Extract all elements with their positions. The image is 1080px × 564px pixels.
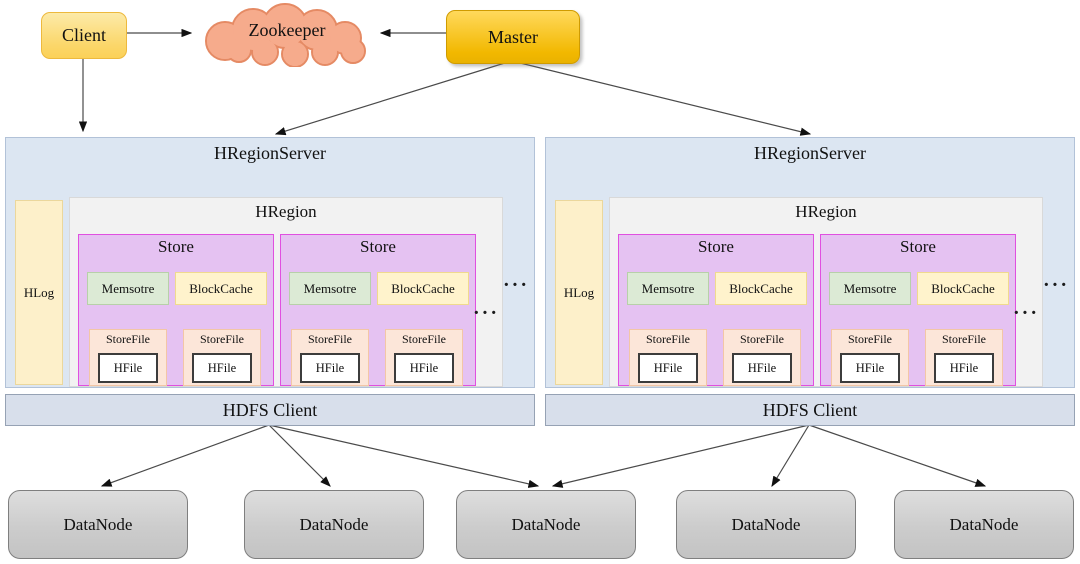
hfile-box: HFile	[98, 353, 158, 383]
master-node: Master	[446, 10, 580, 64]
storefile-box: StoreFile HFile	[925, 329, 1003, 386]
memstore-box: Memsotre	[87, 272, 169, 305]
hregionserver-title: HRegionServer	[754, 143, 866, 163]
storefile-label: StoreFile	[646, 332, 690, 346]
zookeeper-label: Zookeeper	[248, 20, 326, 40]
hregionserver-left: HRegionServer HLog HRegion Store Memsotr…	[5, 137, 535, 388]
storefile-box: StoreFile HFile	[183, 329, 261, 386]
blockcache-box: BlockCache	[377, 272, 469, 305]
hregion-box: HRegion Store Memsotre BlockCache StoreF…	[69, 197, 503, 387]
storefile-box: StoreFile HFile	[831, 329, 909, 386]
store-title: Store	[698, 237, 734, 256]
hregionserver-title: HRegionServer	[214, 143, 326, 163]
memstore-box: Memsotre	[289, 272, 371, 305]
storefile-label: StoreFile	[308, 332, 352, 346]
hregion-title: HRegion	[255, 202, 317, 221]
hregion-box: HRegion Store Memsotre BlockCache StoreF…	[609, 197, 1043, 387]
storefile-label: StoreFile	[402, 332, 446, 346]
client-label: Client	[62, 25, 106, 45]
master-label: Master	[488, 26, 538, 47]
blockcache-box: BlockCache	[715, 272, 807, 305]
storefile-box: StoreFile HFile	[385, 329, 463, 386]
datanode-box: DataNode	[676, 490, 856, 559]
blockcache-box: BlockCache	[917, 272, 1009, 305]
client-node: Client	[41, 12, 127, 59]
datanode-box: DataNode	[244, 490, 424, 559]
more-stores-ellipsis: ···	[1012, 302, 1039, 324]
more-stores-ellipsis: ···	[472, 302, 499, 324]
hfile-box: HFile	[934, 353, 994, 383]
store-box: Store Memsotre BlockCache StoreFile HFil…	[820, 234, 1016, 386]
hlog-box: HLog	[555, 200, 603, 385]
storefile-box: StoreFile HFile	[291, 329, 369, 386]
storefile-label: StoreFile	[106, 332, 150, 346]
store-box: Store Memsotre BlockCache StoreFile HFil…	[280, 234, 476, 386]
hregion-title: HRegion	[795, 202, 857, 221]
store-title: Store	[158, 237, 194, 256]
datanode-box: DataNode	[8, 490, 188, 559]
memstore-box: Memsotre	[627, 272, 709, 305]
store-title: Store	[360, 237, 396, 256]
storefile-label: StoreFile	[200, 332, 244, 346]
storefile-box: StoreFile HFile	[629, 329, 707, 386]
hfile-box: HFile	[840, 353, 900, 383]
storefile-label: StoreFile	[740, 332, 784, 346]
storefile-label: StoreFile	[942, 332, 986, 346]
hregionserver-right: HRegionServer HLog HRegion Store Memsotr…	[545, 137, 1075, 388]
storefile-box: StoreFile HFile	[89, 329, 167, 386]
datanode-box: DataNode	[456, 490, 636, 559]
hfile-box: HFile	[192, 353, 252, 383]
datanode-box: DataNode	[894, 490, 1074, 559]
hfile-box: HFile	[394, 353, 454, 383]
more-hregions-ellipsis: ···	[1042, 274, 1069, 296]
hfile-box: HFile	[638, 353, 698, 383]
store-box: Store Memsotre BlockCache StoreFile HFil…	[78, 234, 274, 386]
hlog-box: HLog	[15, 200, 63, 385]
hdfs-client-right: HDFS Client	[545, 394, 1075, 426]
zookeeper-cloud-icon	[205, 3, 366, 67]
hfile-box: HFile	[300, 353, 360, 383]
memstore-box: Memsotre	[829, 272, 911, 305]
hfile-box: HFile	[732, 353, 792, 383]
store-box: Store Memsotre BlockCache StoreFile HFil…	[618, 234, 814, 386]
blockcache-box: BlockCache	[175, 272, 267, 305]
store-title: Store	[900, 237, 936, 256]
storefile-box: StoreFile HFile	[723, 329, 801, 386]
storefile-label: StoreFile	[848, 332, 892, 346]
hdfs-client-left: HDFS Client	[5, 394, 535, 426]
more-hregions-ellipsis: ···	[502, 274, 529, 296]
